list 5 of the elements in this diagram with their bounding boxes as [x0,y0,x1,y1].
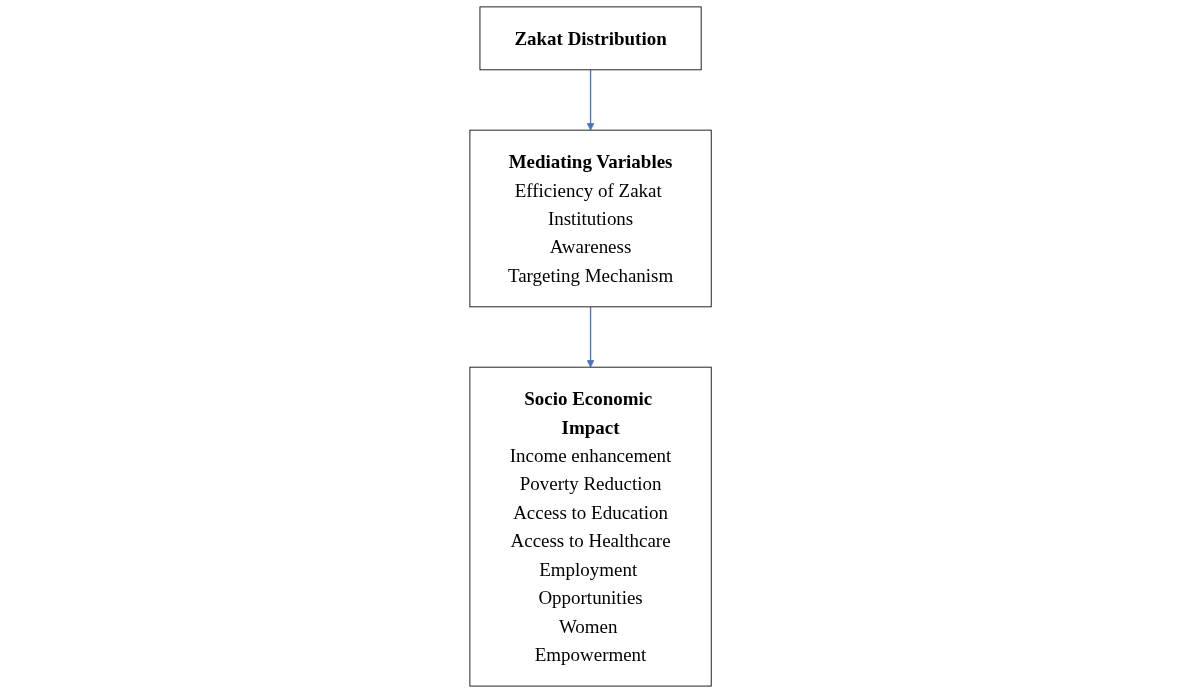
arrow [586,306,595,368]
arrow [586,69,595,131]
node-box: Socio Economic Impact Income enhancement Poverty Reduction Access to Education Access to Healthcare Employment Opportunities Women Empowerment [469,366,712,687]
node-box: Mediating Variables Efficiency of Zakat Institutions Awareness Targeting Mechanism [469,129,712,308]
node-box: Zakat Distribution [479,6,702,71]
